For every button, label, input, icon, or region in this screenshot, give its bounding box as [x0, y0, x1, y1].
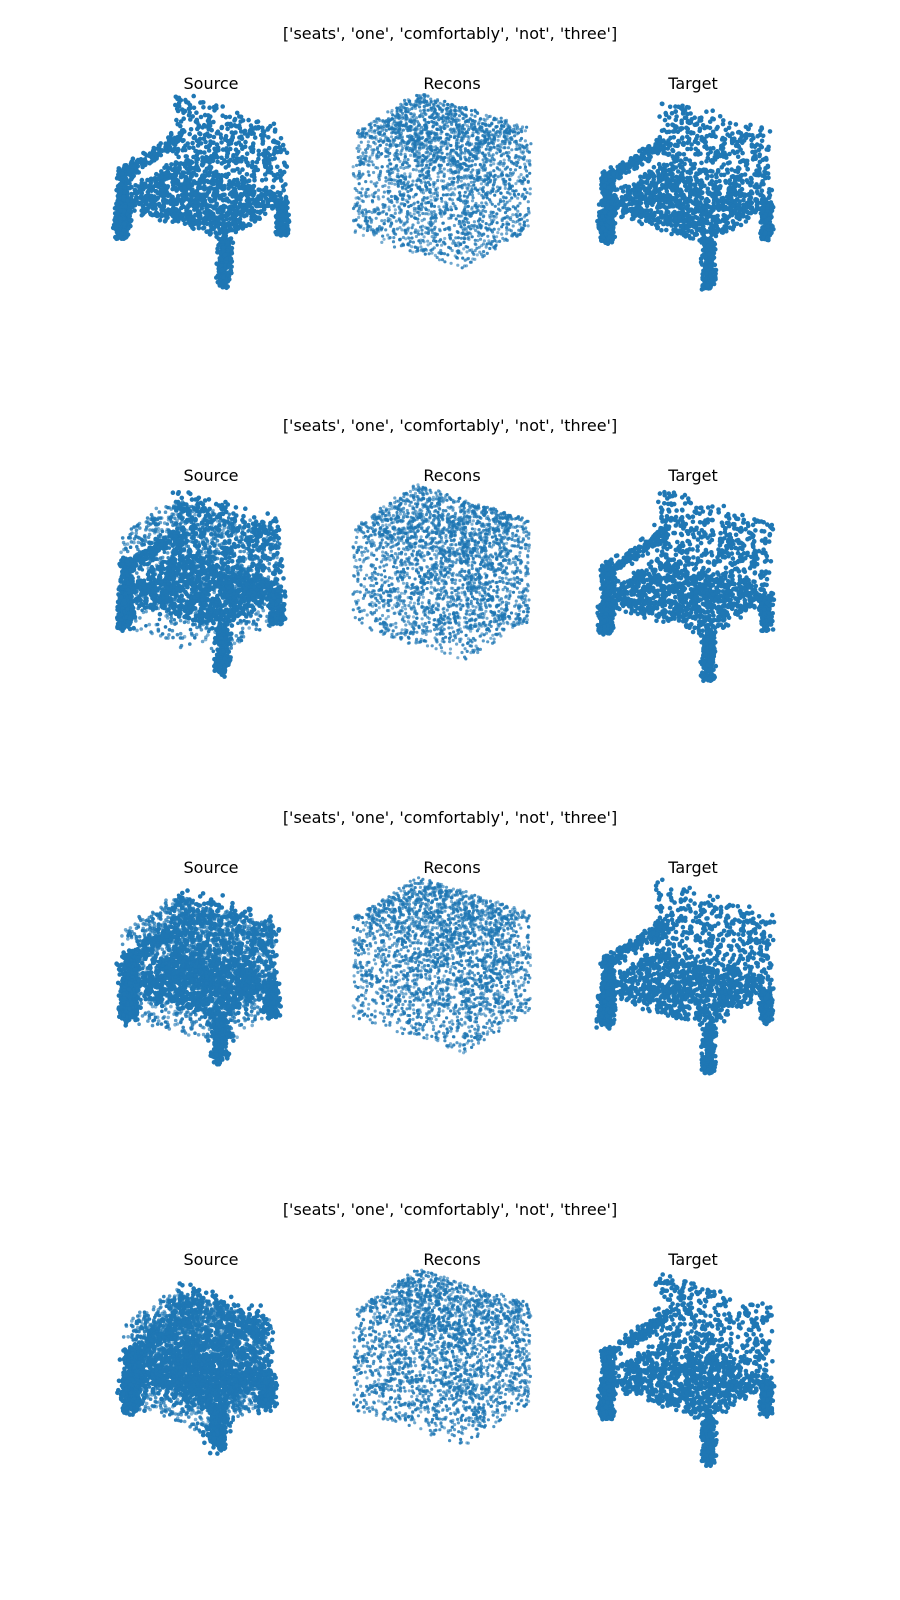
panel-title-target: Target: [573, 74, 813, 94]
panel-title-source: Source: [91, 466, 331, 486]
panel-title-target: Target: [573, 858, 813, 878]
panel-title-recons: Recons: [332, 466, 572, 486]
panel-title-source: Source: [91, 74, 331, 94]
source-point-cloud: [115, 490, 288, 679]
figure-row-3: ['seats', 'one', 'comfortably', 'not', '…: [0, 784, 900, 1176]
figure-row-4: ['seats', 'one', 'comfortably', 'not', '…: [0, 1176, 900, 1568]
panel-title-target: Target: [573, 1250, 813, 1270]
panel-title-recons: Recons: [332, 1250, 572, 1270]
panel-title-source: Source: [91, 1250, 331, 1270]
source-point-cloud: [114, 888, 283, 1067]
recons-point-cloud: [351, 1268, 533, 1445]
figure-row-1: ['seats', 'one', 'comfortably', 'not', '…: [0, 0, 900, 392]
target-point-cloud: [595, 1272, 777, 1469]
panel-title-recons: Recons: [332, 858, 572, 878]
panel-title-source: Source: [91, 858, 331, 878]
recons-point-cloud: [351, 876, 532, 1055]
row-caption: ['seats', 'one', 'comfortably', 'not', '…: [0, 416, 900, 436]
panel-title-target: Target: [573, 466, 813, 486]
figure-row-2: ['seats', 'one', 'comfortably', 'not', '…: [0, 392, 900, 784]
target-point-cloud: [594, 877, 777, 1076]
row-caption: ['seats', 'one', 'comfortably', 'not', '…: [0, 808, 900, 828]
panel-title-recons: Recons: [332, 74, 572, 94]
target-point-cloud: [595, 489, 777, 684]
source-point-cloud: [110, 93, 292, 291]
recons-point-cloud: [351, 93, 533, 270]
source-point-cloud: [115, 1281, 280, 1456]
target-point-cloud: [595, 101, 776, 292]
row-caption: ['seats', 'one', 'comfortably', 'not', '…: [0, 1200, 900, 1220]
recons-point-cloud: [351, 483, 531, 661]
row-caption: ['seats', 'one', 'comfortably', 'not', '…: [0, 24, 900, 44]
